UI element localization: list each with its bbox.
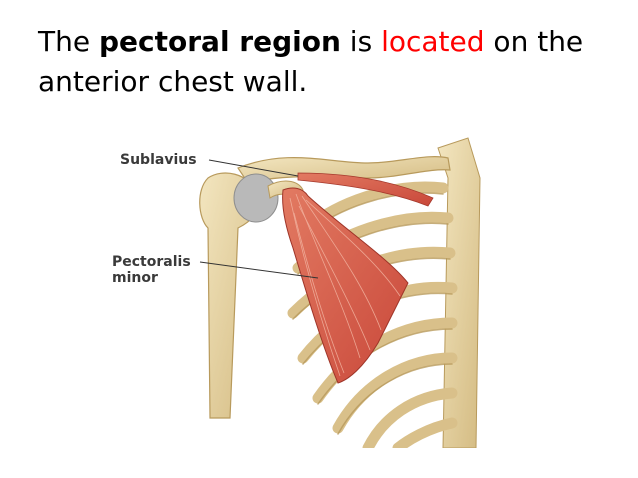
title-suffix: on the anterior chest wall. — [38, 25, 584, 98]
anatomy-svg — [199, 137, 481, 448]
label-sublavius: Sublavius — [120, 152, 197, 168]
title-middle: is — [340, 25, 382, 58]
label-pectoralis-line2: minor — [112, 270, 158, 286]
sublavius-leader-line — [208, 159, 299, 177]
slide-title: The pectoral region is located on the an… — [38, 22, 618, 102]
anatomy-illustration — [98, 118, 498, 448]
muscle-fibers — [289, 193, 401, 377]
title-red-term: located — [381, 25, 485, 58]
pectoralis-leader-line — [199, 261, 319, 279]
title-bold-term: pectoral region — [98, 25, 341, 58]
title-prefix: The — [38, 25, 99, 58]
label-pectoralis-minor: Pectoralis minor — [112, 254, 191, 286]
pectoralis-minor-muscle — [282, 187, 409, 384]
humeral-head — [233, 173, 279, 223]
subclavius-muscle — [297, 172, 434, 207]
label-pectoralis-line1: Pectoralis — [112, 254, 191, 270]
label-sublavius-text: Sublavius — [120, 152, 197, 168]
